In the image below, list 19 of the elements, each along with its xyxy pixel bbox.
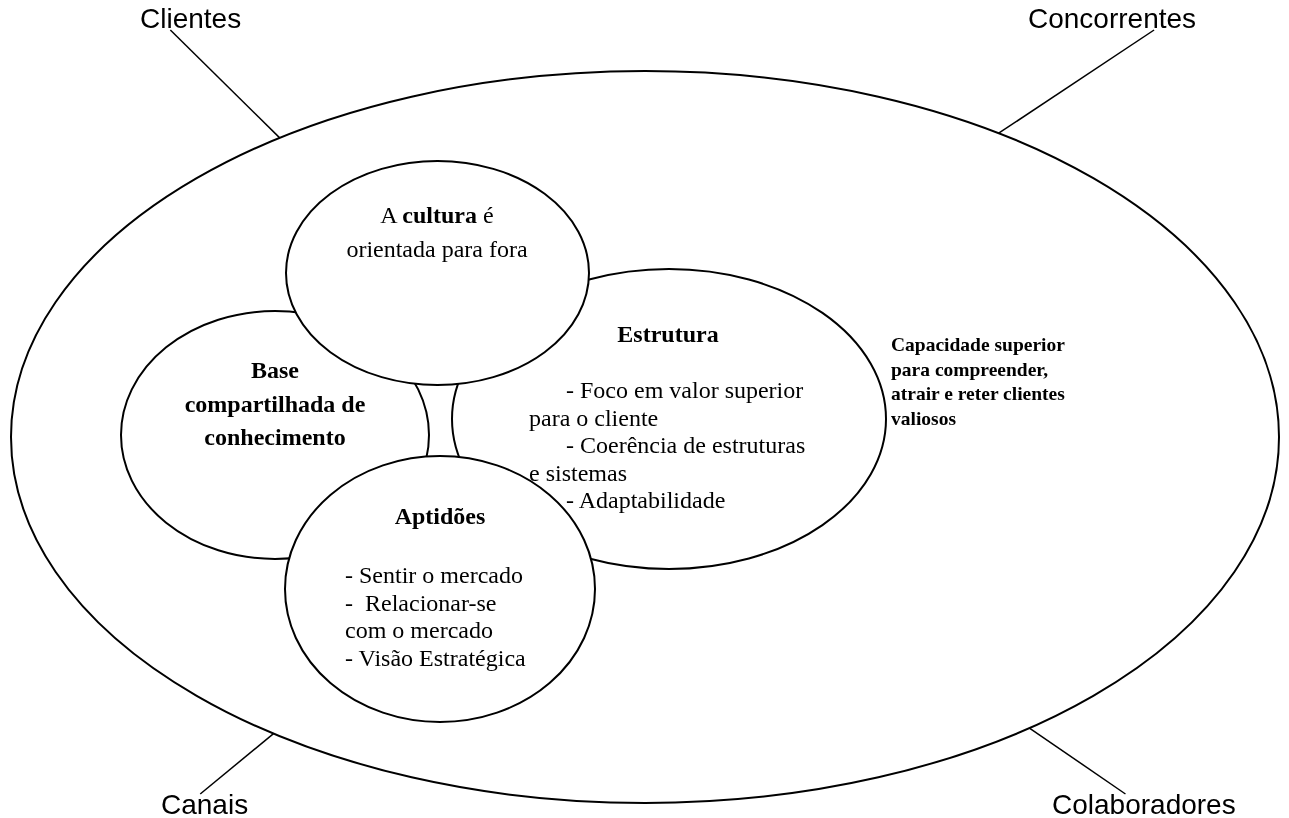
capability-text: Capacidade superior para compreender, atrair e reter clientes valiosos — [891, 333, 1066, 431]
stakeholder-label: Clientes — [140, 8, 242, 30]
structure-heading: Estrutura — [616, 321, 720, 349]
skills-item: - Sentir o mercado — [345, 562, 524, 590]
structure-item: - Coerência de estruturas e sistemas — [529, 432, 807, 487]
connector-line — [199, 732, 275, 795]
connector-line — [997, 29, 1155, 134]
stakeholder-label: Colaboradores — [1052, 794, 1236, 816]
skills-item: - Relacionar-se com o mercado — [345, 589, 498, 645]
connector-line — [1028, 727, 1127, 795]
connector-line — [169, 29, 281, 139]
skills-heading: Aptidões — [393, 503, 487, 531]
knowledge-heading: Base compartilhada de conhecimento — [183, 356, 367, 452]
skills-item: - Visão Estratégica — [345, 644, 527, 672]
structure-item: - Adaptabilidade — [565, 487, 727, 515]
stakeholder-label: Concorrentes — [1028, 8, 1197, 30]
structure-item: - Foco em valor superior para o cliente — [529, 377, 805, 432]
culture-text: A cultura é orientada para fora — [345, 201, 529, 264]
stakeholder-label: Canais — [161, 794, 249, 816]
